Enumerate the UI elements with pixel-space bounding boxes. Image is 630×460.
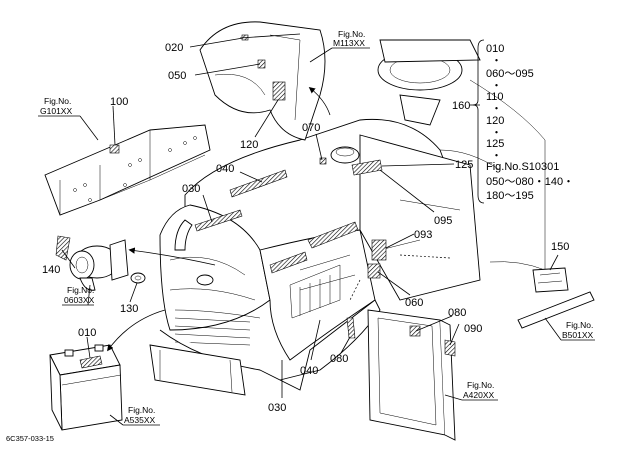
- arrow-battery: [107, 309, 166, 352]
- cable: [517, 291, 595, 329]
- fig-label-m113: Fig.No.: [338, 29, 365, 39]
- list-item: 050〜080・140・: [486, 176, 574, 188]
- fig-code-m113: M113XX: [333, 38, 365, 48]
- rear-frame: [44, 124, 211, 216]
- callout-010: 010: [78, 327, 96, 339]
- decal-030: [194, 209, 243, 232]
- list-item: 060〜095: [486, 68, 534, 80]
- callouts: 020 050 100 120 070 160 125 040 030 095 …: [42, 42, 569, 414]
- list-item: Fig.No.S10301: [486, 161, 559, 173]
- list-item: 010: [486, 43, 504, 55]
- hood-assembly: [149, 39, 546, 396]
- callout-040-lower: 040: [300, 365, 318, 377]
- part-130: [130, 272, 146, 284]
- callout-030: 030: [182, 183, 200, 195]
- arrow-fender: [308, 87, 331, 116]
- fig-label-a535: Fig.No.: [128, 405, 155, 415]
- fig-code-a420: A420XX: [463, 390, 495, 400]
- decal-030-side: [269, 251, 308, 274]
- fender: [199, 21, 326, 141]
- fig-code-g101: G101XX: [40, 106, 72, 116]
- decal-010: [79, 355, 103, 369]
- decal-040-side: [307, 221, 359, 249]
- fig-label-b501: Fig.No.: [566, 320, 593, 330]
- decal-040: [229, 169, 288, 198]
- callout-150: 150: [551, 241, 569, 253]
- fig-code-b501: B501XX: [562, 330, 594, 340]
- decal-125: [351, 159, 383, 176]
- pump-assembly: [55, 235, 129, 291]
- decal-070: [319, 157, 327, 165]
- callout-100: 100: [110, 96, 128, 108]
- applicability-list: 010 ・ 060〜095 ・ 110 ・ 120 ・ 125 ・ Fig.No…: [486, 43, 574, 202]
- steering-column: [399, 94, 441, 126]
- callout-120: 120: [240, 139, 258, 151]
- callout-125: 125: [455, 159, 473, 171]
- callout-080-lower: 080: [330, 353, 348, 365]
- fig-label-a420: Fig.No.: [467, 380, 494, 390]
- callout-140: 140: [42, 264, 60, 276]
- fig-references: Fig.No. M113XX Fig.No. G101XX Fig.No. 06…: [40, 29, 594, 425]
- decal-093: [371, 239, 387, 261]
- decal-120: [272, 81, 286, 101]
- callout-090: 090: [464, 323, 482, 335]
- list-separator: ・: [491, 80, 502, 92]
- list-separator: ・: [491, 55, 502, 67]
- battery: [49, 344, 123, 431]
- fig-code-0603: 0603XX: [64, 295, 95, 305]
- connector-150: [517, 267, 595, 329]
- list-separator: ・: [491, 127, 502, 139]
- callout-160: 160: [452, 100, 470, 112]
- radiator-frame: [346, 309, 456, 441]
- battery-front: [59, 364, 123, 431]
- headlight: [196, 274, 214, 286]
- fender-assembly: [199, 21, 326, 141]
- hood-side: [259, 229, 376, 361]
- list-item: 110: [486, 91, 504, 103]
- decal-080-side: [346, 317, 356, 339]
- decal-090: [444, 339, 456, 357]
- callout-020: 020: [165, 42, 183, 54]
- fuel-cap: [330, 146, 360, 164]
- rear-panel: [359, 134, 481, 301]
- decal-060: [367, 263, 381, 279]
- front-weight: [149, 344, 246, 396]
- frame-holes: [73, 136, 197, 202]
- decal-140: [55, 235, 71, 261]
- callout-050: 050: [168, 70, 186, 82]
- list-separator: ・: [491, 150, 502, 162]
- callout-093: 093: [414, 229, 432, 241]
- callout-130: 130: [120, 303, 138, 315]
- side-vents: [289, 264, 341, 319]
- fig-label-g101: Fig.No.: [44, 96, 71, 106]
- leader-lines: [38, 37, 595, 426]
- seat-back: [379, 39, 481, 63]
- list-item: 120: [486, 115, 504, 127]
- callout-030-lower: 030: [268, 402, 286, 414]
- fig-label-0603: Fig.No.: [67, 285, 94, 295]
- callout-080: 080: [448, 307, 466, 319]
- callout-095: 095: [434, 215, 452, 227]
- arrow-pump: [128, 247, 216, 266]
- radiator-outer: [367, 309, 446, 436]
- callout-040: 040: [216, 163, 234, 175]
- decal-100: [109, 144, 120, 154]
- list-separator: ・: [491, 103, 502, 115]
- callout-060: 060: [405, 297, 423, 309]
- figure-id: 6C357-033-15: [6, 434, 54, 443]
- lower-frame: [159, 299, 381, 391]
- fig-code-a535: A535XX: [124, 415, 156, 425]
- list-item: 180〜195: [486, 190, 534, 202]
- list-item: 125: [486, 138, 504, 150]
- decal-080: [409, 325, 421, 337]
- callout-070: 070: [302, 122, 320, 134]
